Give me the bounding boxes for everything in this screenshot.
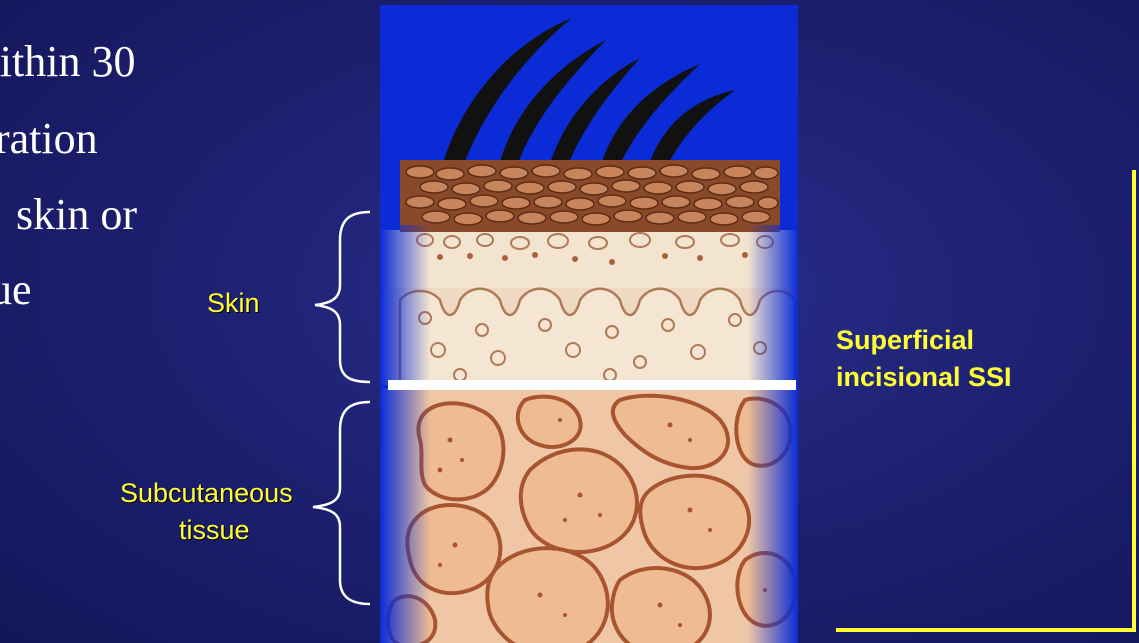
skin-label: Skin xyxy=(207,288,260,319)
ssi-label-line-1: Superficial xyxy=(836,323,974,357)
subcutaneous-label-line-1: Subcutaneous xyxy=(120,478,293,509)
ssi-bracket xyxy=(836,170,1134,630)
skin-brace xyxy=(315,212,370,382)
subcutaneous-label-line-2: tissue xyxy=(179,515,250,546)
epidermis-layer xyxy=(400,160,780,232)
ssi-label-line-2: incisional SSI xyxy=(836,360,1012,394)
incision-line xyxy=(388,380,796,390)
subcutaneous-brace xyxy=(313,402,370,604)
